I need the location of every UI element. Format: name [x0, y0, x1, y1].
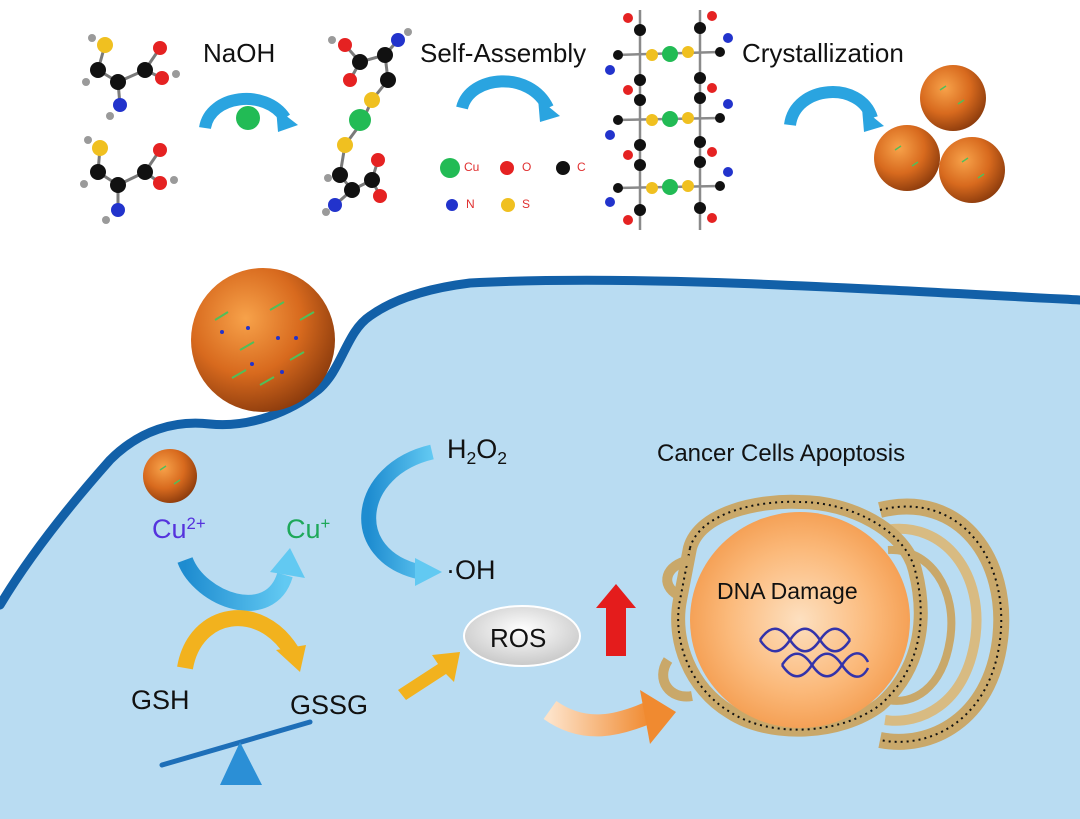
- step-self-assembly-label: Self-Assembly: [420, 38, 587, 68]
- cu2-main: Cu: [152, 514, 187, 544]
- legend-n-dot: [446, 199, 458, 211]
- gssg-to-ros-arrow: [398, 652, 460, 700]
- legend-c-dot: [556, 161, 570, 175]
- legend-s-label: S: [522, 197, 531, 211]
- cu1-label: Cu+: [286, 514, 330, 545]
- h2o2-label: H2O2: [447, 434, 508, 468]
- legend-o-dot: [500, 161, 514, 175]
- step-naoh-label: NaOH: [203, 38, 276, 68]
- ros-label: ROS: [490, 623, 547, 653]
- cell-membrane: [0, 275, 1080, 610]
- crystallization-arrow: [784, 86, 884, 132]
- cu-cysteine-complex: [322, 28, 412, 216]
- legend-o-label: O: [522, 160, 532, 174]
- dna-damage-label: DNA Damage: [717, 578, 858, 604]
- dna-helix-1: [758, 627, 852, 653]
- cysteine-molecule-1: [82, 34, 180, 120]
- balance-seesaw: [159, 719, 313, 785]
- self-assembly-arrow: [456, 75, 560, 122]
- cu-redox-arrow: [177, 548, 305, 611]
- atom-legend: [440, 158, 570, 212]
- dna-helix-2: [780, 652, 870, 678]
- nucleus: [658, 494, 928, 737]
- cu1-charge: +: [320, 513, 331, 533]
- legend-cu-label: Cu: [464, 160, 480, 174]
- cu1-main: Cu: [286, 514, 321, 544]
- h2o2-sub2: 2: [497, 447, 508, 468]
- gsh-oxidation-arrow: [177, 610, 306, 672]
- h2o2-sub1: 2: [466, 447, 477, 468]
- ros-increase-arrow: [596, 584, 636, 656]
- legend-n-label: N: [466, 197, 475, 211]
- small-nanoparticle: [143, 449, 197, 503]
- nanoparticles: [874, 65, 1005, 203]
- cysteine-molecule-2: [80, 136, 178, 224]
- mitochondrion: [878, 498, 1010, 750]
- cu2-label: Cu2+: [152, 514, 206, 545]
- h2o2-h: H: [447, 434, 467, 464]
- naoh-arrow: [199, 92, 298, 132]
- assembled-polymer-chains: [605, 10, 733, 230]
- large-nanoparticle: [191, 268, 335, 412]
- apoptosis-label: Cancer Cells Apoptosis: [657, 440, 906, 467]
- oh-radical-label: ·OH: [446, 555, 496, 585]
- legend-cu-dot: [440, 158, 460, 178]
- cu2-charge: 2+: [186, 513, 206, 533]
- ros-ellipse: [463, 605, 581, 667]
- h2o2-o: O: [476, 434, 498, 464]
- legend-c-label: C: [577, 160, 586, 174]
- gssg-label: GSSG: [290, 690, 369, 720]
- ros-to-damage-arrow: [543, 690, 676, 744]
- step-crystallization-label: Crystallization: [742, 38, 904, 68]
- h2o2-to-oh-arrow: [361, 444, 442, 586]
- legend-s-dot: [501, 198, 515, 212]
- gsh-label: GSH: [131, 685, 190, 715]
